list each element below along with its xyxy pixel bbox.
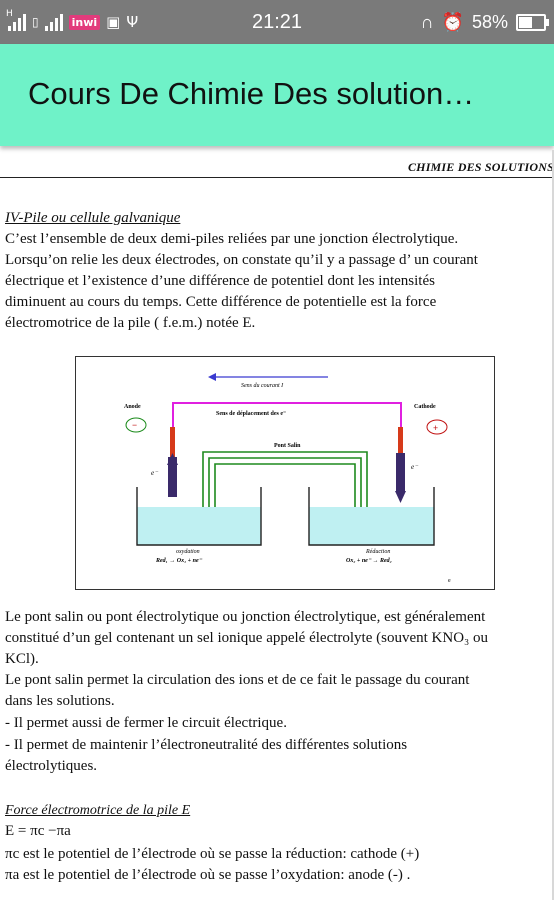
oxidation-label: oxydation [176, 549, 200, 555]
anode-arrow-head [167, 453, 178, 465]
network-badge: inwi [68, 14, 101, 30]
electron-right-label: e⁻ [411, 463, 419, 471]
cathode-sign: + [433, 423, 438, 433]
electron-left-label: e⁻ [151, 469, 159, 477]
corner-mark: e [448, 578, 451, 584]
document-header: CHIMIE DES SOLUTIONS [407, 160, 554, 174]
app-title: Cours De Chimie Des solution… [28, 76, 475, 111]
current-arrow-head [208, 373, 216, 381]
battery-percent: 58% [471, 11, 508, 32]
external-wire [172, 402, 402, 427]
bridge-line: Le pont salin ou pont électrolytique ou … [5, 609, 486, 625]
intro-line: C’est l’ensemble de deux demi-piles reli… [5, 231, 459, 247]
current-label: Sens du courant I [241, 383, 284, 389]
reduction-label: Réduction [365, 549, 390, 555]
fem-title: Force électromotrice de la pile E [5, 803, 191, 818]
status-right-icons: ∩ ⏰ 58% [420, 9, 549, 35]
document-page[interactable]: CHIMIE DES SOLUTIONS IV-Pile ou cellule … [0, 150, 554, 900]
app-bar: Cours De Chimie Des solution… [0, 44, 554, 146]
status-left-icons: H ▯ inwi ▣ Ψ [6, 9, 139, 35]
header-rule [0, 177, 554, 178]
bridge-line: constitué d’un gel contenant un sel ioni… [5, 630, 489, 646]
electron-flow-label: Sens de déplacement des e⁻ [216, 411, 286, 417]
fem-line: πa est le potentiel de l’électrode où se… [5, 867, 411, 883]
battery-icon [516, 13, 549, 31]
salt-bridge-mid [208, 457, 362, 509]
cathode-sign-circle [426, 419, 448, 435]
bridge-line: - Il permet aussi de fermer le circuit é… [5, 715, 287, 731]
bridge-line: - Il permet de maintenir l’électroneutra… [5, 737, 408, 753]
headset-icon: ∩ [420, 11, 434, 32]
right-beaker [308, 487, 435, 546]
fem-line: πc est le potentiel de l’électrode où se… [5, 846, 420, 862]
cathode-arrow-head [395, 491, 406, 503]
anode-sign-circle [125, 417, 147, 433]
cathode-label: Cathode [414, 404, 436, 410]
intro-line: électrique et l’existence d’une différen… [5, 273, 435, 289]
galvanic-cell-diagram: Sens du courant I Sens de déplacement de… [124, 373, 451, 584]
fem-line: E = πc −πa [5, 823, 71, 839]
image-icon: ▣ [106, 13, 121, 31]
intro-line: diminuent au cours du temps. Cette diffé… [5, 294, 437, 310]
bridge-line: Le pont salin permet la circulation des … [5, 672, 470, 688]
anode-electrode-body [168, 457, 177, 497]
bridge-line: dans les solutions. [5, 693, 115, 709]
signal-icon: H [6, 9, 26, 31]
signal-icon-2 [44, 13, 63, 31]
galvanic-cell-figure: Sens du courant I Sens de déplacement de… [75, 356, 495, 590]
bridge-line: KCl). [5, 651, 39, 667]
alarm-icon: ⏰ [441, 11, 464, 32]
reduction-equation: Ox₂ + ne⁻ → Red₂ [346, 558, 392, 564]
bridge-line: électrolytiques. [5, 758, 98, 774]
salt-bridge-outer [202, 451, 368, 509]
right-solution [309, 507, 434, 545]
intro-line: Lorsqu’on relie les deux électrodes, on … [5, 252, 478, 268]
salt-bridge-inner [214, 463, 356, 509]
section-title: IV-Pile ou cellule galvanique [5, 210, 181, 226]
anode-sign: − [132, 420, 137, 430]
status-bar: H ▯ inwi ▣ Ψ 21:21 ∩ ⏰ 58% [0, 0, 554, 44]
salt-bridge-label: Pont Salin [274, 443, 301, 449]
left-beaker [136, 487, 262, 546]
usb-icon: Ψ [126, 13, 139, 31]
anode-label: Anode [124, 404, 141, 410]
sim-icon: ▯ [32, 15, 39, 29]
status-time: 21:21 [251, 11, 303, 33]
left-solution [137, 507, 261, 545]
cathode-electrode-body [396, 453, 405, 491]
intro-line: électromotrice de la pile ( f.e.m.) noté… [5, 315, 256, 331]
scroll-edge [552, 150, 554, 900]
oxidation-equation: Red₁ → Ox₁ + ne⁻ [155, 558, 203, 564]
